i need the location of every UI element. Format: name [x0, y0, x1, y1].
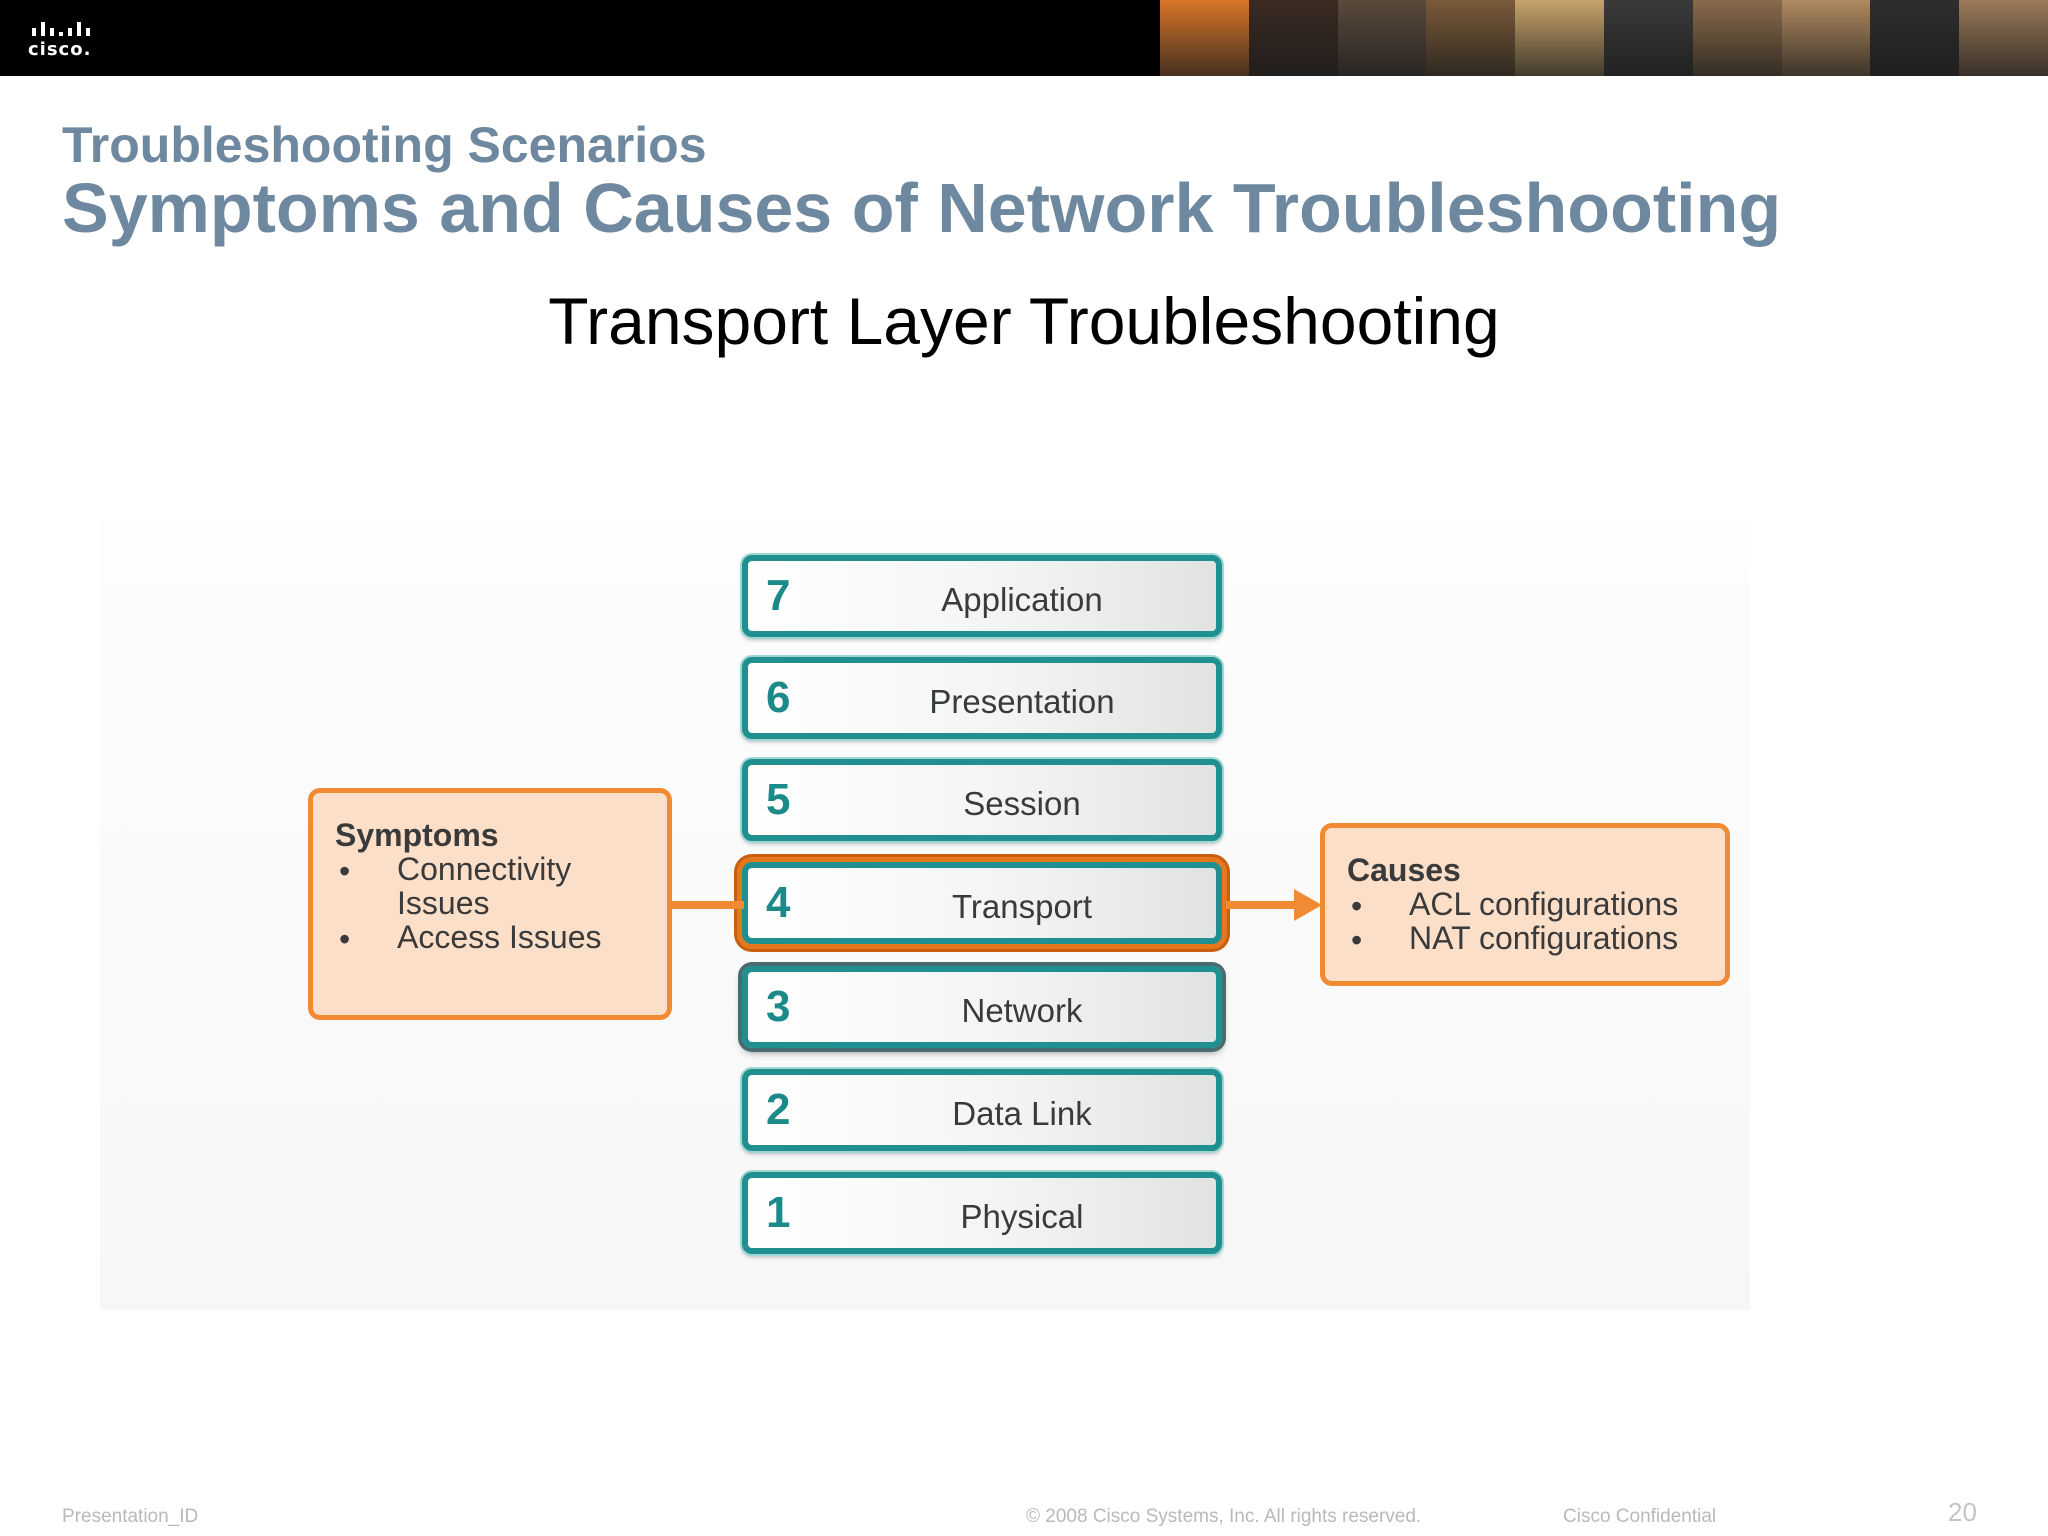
cause-item: NAT configurations [1409, 920, 1679, 956]
photo-tile [1870, 0, 1960, 76]
osi-layer-2: 2 Data Link [742, 1069, 1222, 1151]
layer-number: 6 [766, 673, 791, 722]
photo-tile [1248, 0, 1338, 76]
photo-tile [1781, 0, 1871, 76]
causes-connector [1226, 901, 1306, 909]
layer-number: 2 [766, 1085, 791, 1134]
symptom-item: Connectivity [397, 851, 572, 887]
osi-layer-7: 7 Application [742, 555, 1222, 637]
layer-name: Transport [952, 888, 1092, 925]
cisco-logo-text: cisco. [28, 39, 92, 60]
photo-tile [1337, 0, 1427, 76]
arrow-right-icon [1294, 889, 1322, 921]
bullet-icon: • [1351, 922, 1363, 958]
symptom-item: Issues [397, 885, 490, 921]
photo-tile [1515, 0, 1604, 76]
photo-tile [1603, 0, 1693, 76]
photo-tile [1959, 0, 2048, 76]
symptom-item: Access Issues [397, 919, 602, 955]
osi-layer-6: 6 Presentation [742, 657, 1222, 739]
cisco-logo-bars-icon [32, 14, 118, 36]
osi-layer-5: 5 Session [742, 759, 1222, 841]
osi-layer-4-highlighted: 4 Transport [742, 862, 1222, 944]
layer-number: 4 [766, 878, 791, 927]
layer-name: Data Link [952, 1095, 1092, 1132]
slide-subtitle: Transport Layer Troubleshooting [548, 284, 1500, 358]
cisco-logo: cisco. [28, 14, 118, 64]
symptoms-box: Symptoms • Connectivity Issues • Access … [308, 788, 672, 1020]
cause-item: ACL configurations [1409, 886, 1679, 922]
slide-kicker: Troubleshooting Scenarios [62, 117, 707, 173]
layer-name: Session [963, 785, 1081, 822]
header-bar: cisco. [0, 0, 2048, 76]
layer-name: Presentation [929, 683, 1115, 720]
causes-title: Causes [1347, 852, 1461, 888]
symptoms-title: Symptoms [335, 817, 499, 853]
footer-confidential: Cisco Confidential [1563, 1506, 1717, 1527]
layer-name: Application [941, 581, 1103, 618]
page-number: 20 [1948, 1497, 1977, 1527]
layer-name: Physical [960, 1198, 1084, 1235]
slide-title: Symptoms and Causes of Network Troublesh… [62, 169, 1782, 247]
layer-number: 3 [766, 982, 791, 1031]
symptoms-connector [672, 901, 744, 909]
causes-box: Causes • ACL configurations • NAT config… [1320, 823, 1730, 986]
bullet-icon: • [339, 921, 351, 957]
layer-number: 1 [766, 1188, 791, 1237]
footer-copyright: © 2008 Cisco Systems, Inc. All rights re… [1026, 1506, 1422, 1527]
footer-presentation-id: Presentation_ID [62, 1506, 199, 1527]
layer-number: 5 [766, 775, 791, 824]
header-photo-strip [1160, 0, 2048, 76]
photo-tile [1160, 0, 1249, 76]
photo-tile [1426, 0, 1516, 76]
photo-tile [1692, 0, 1782, 76]
osi-layer-1: 1 Physical [742, 1172, 1222, 1254]
layer-number: 7 [766, 571, 791, 620]
layer-name: Network [961, 992, 1083, 1029]
osi-layer-3: 3 Network [742, 966, 1222, 1048]
bullet-icon: • [1351, 888, 1363, 924]
bullet-icon: • [339, 853, 351, 889]
